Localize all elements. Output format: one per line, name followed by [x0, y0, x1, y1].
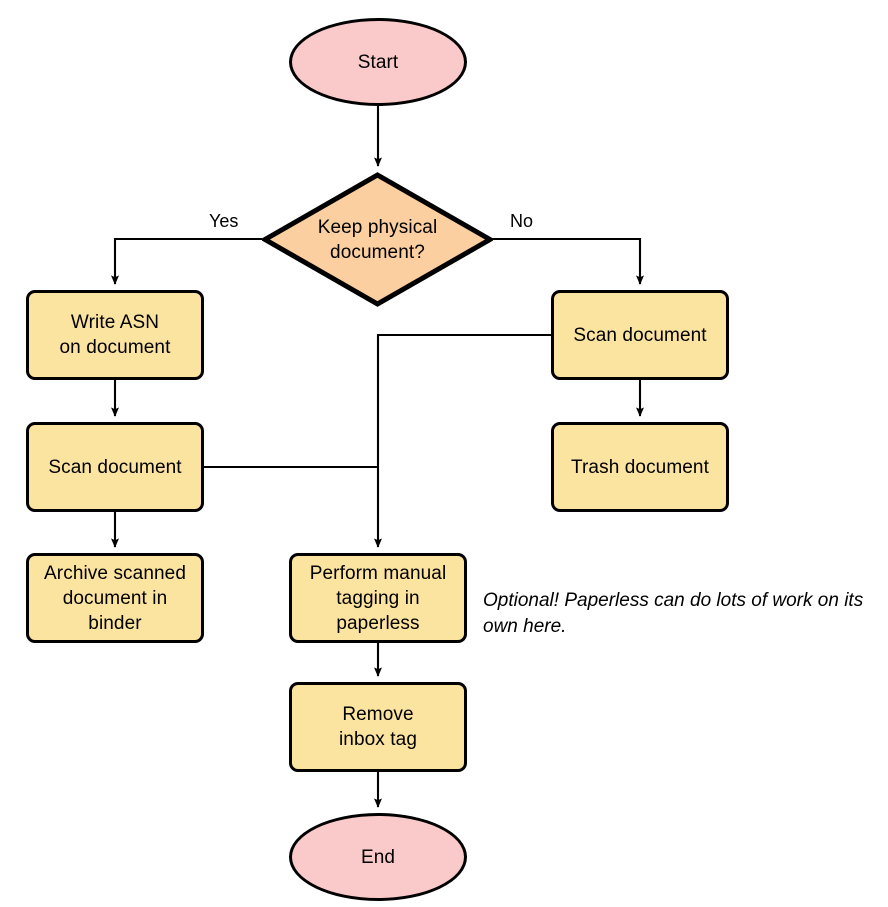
- node-keep-physical-document[interactable]: Keep physical document?: [262, 172, 493, 307]
- edge-label-yes: Yes: [209, 211, 239, 231]
- node-scan-document-right-label: Scan document: [573, 324, 707, 346]
- node-keep-physical-document-label: Keep physical document?: [317, 216, 438, 263]
- node-manual-tagging[interactable]: Perform manual tagging in paperless: [289, 553, 467, 643]
- node-manual-tagging-label: Perform manual tagging in paperless: [309, 562, 447, 634]
- edge-label-no: No: [510, 211, 534, 231]
- node-remove-inbox-tag-label: Remove inbox tag: [338, 704, 417, 750]
- annotation-optional-note: Optional! Paperless can do lots of work …: [483, 590, 864, 637]
- edge-scan-right-to-tagging: [374, 333, 551, 548]
- edge-decision-to-scan-right: [493, 237, 644, 285]
- diamond-shape: [262, 172, 493, 307]
- node-scan-document-left-label: Scan document: [48, 456, 182, 478]
- node-archive-binder-label: Archive scanned document in binder: [44, 562, 186, 634]
- node-trash-document[interactable]: Trash document: [551, 422, 729, 512]
- node-write-asn[interactable]: Write ASN on document: [26, 290, 204, 380]
- node-start-label: Start: [357, 51, 399, 73]
- node-scan-document-left[interactable]: Scan document: [26, 422, 204, 512]
- node-write-asn-label: Write ASN on document: [59, 312, 171, 358]
- node-start[interactable]: Start: [289, 18, 467, 106]
- edge-decision-to-write-asn: [111, 237, 262, 285]
- node-end-label: End: [360, 846, 396, 868]
- node-trash-document-label: Trash document: [571, 456, 709, 478]
- node-remove-inbox-tag[interactable]: Remove inbox tag: [289, 682, 467, 772]
- node-archive-binder[interactable]: Archive scanned document in binder: [26, 553, 204, 643]
- node-scan-document-right[interactable]: Scan document: [551, 290, 729, 380]
- node-end[interactable]: End: [289, 813, 467, 901]
